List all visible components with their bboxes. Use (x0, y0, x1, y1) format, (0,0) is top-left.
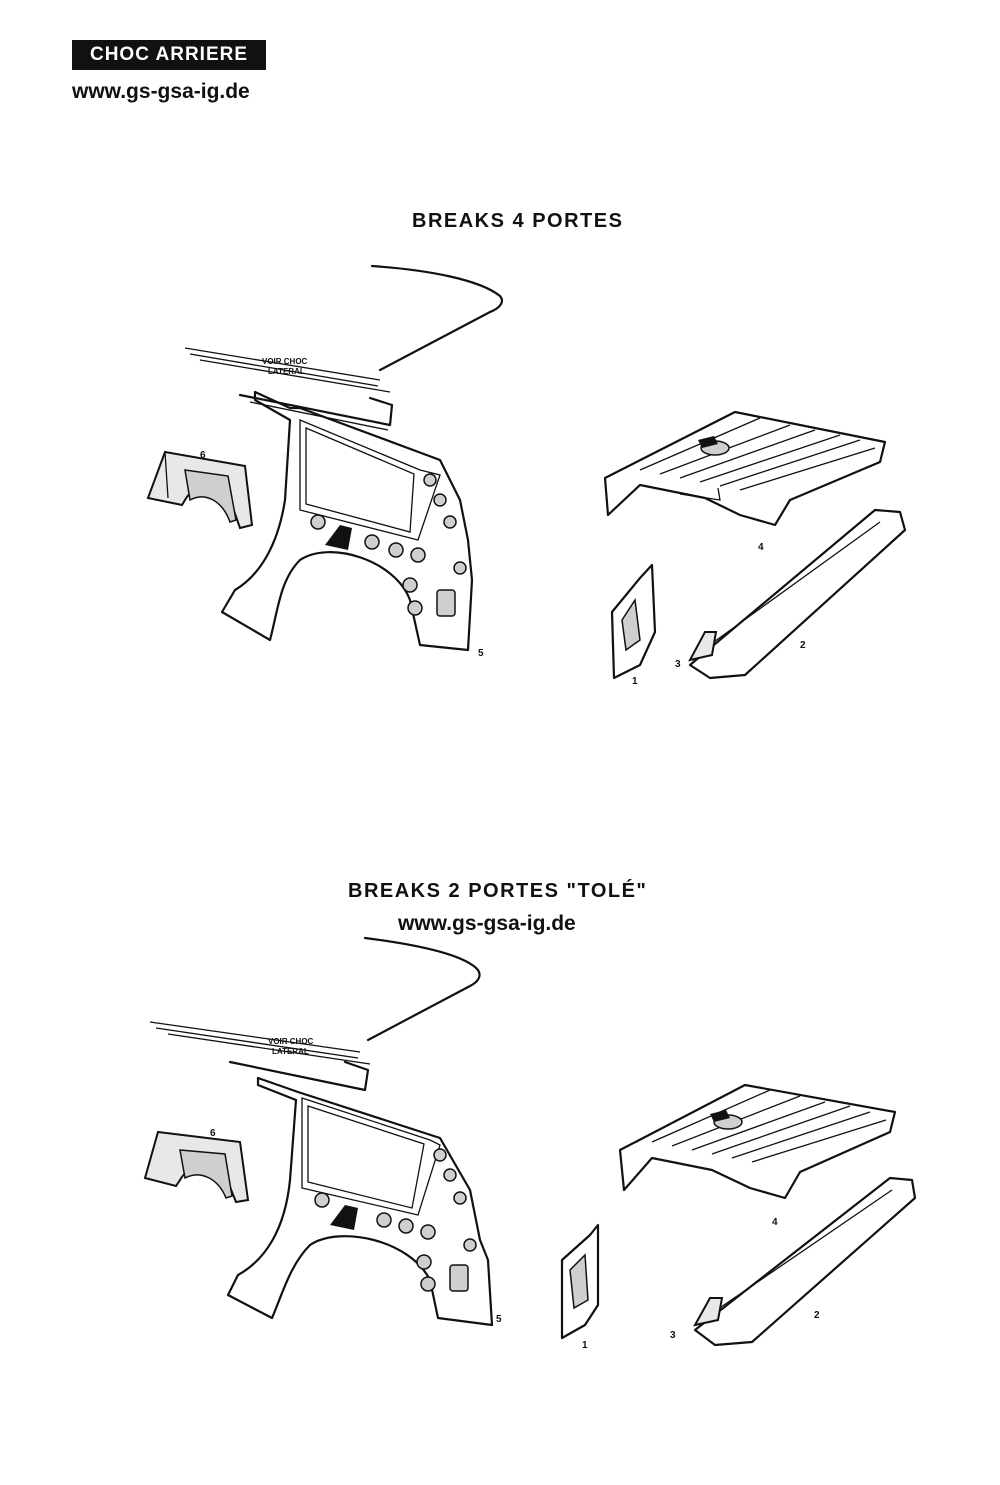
label-6: 6 (200, 450, 206, 461)
label-5: 5 (478, 648, 484, 659)
website-url-mid[interactable]: www.gs-gsa-ig.de (398, 912, 576, 935)
parts-diagram-4-portes: VOIR CHOC LATERAL 6 5 (146, 264, 907, 687)
label-2-2: 2 (814, 1310, 820, 1321)
part-4-rear-floor-2 (618, 1083, 897, 1200)
section-badge: CHOC ARRIERE (72, 40, 266, 70)
roof-panel-2 (149, 936, 481, 1092)
label-4: 4 (758, 542, 764, 553)
label-3-2: 3 (670, 1330, 676, 1341)
part-5-rear-quarter-panel (220, 390, 474, 652)
label-3: 3 (675, 659, 681, 670)
part-5-rear-quarter-panel-2 (226, 1076, 494, 1327)
part-6-wheel-arch-inner-2 (143, 1130, 250, 1204)
part-2-3-rear-sill-2 (693, 1176, 917, 1347)
label-2: 2 (800, 640, 806, 651)
note-lateral-2: LATERAL (272, 1047, 309, 1056)
label-1-2: 1 (582, 1340, 588, 1351)
website-url-top[interactable]: www.gs-gsa-ig.de (72, 80, 250, 103)
label-1: 1 (632, 676, 638, 687)
note-voir-choc-2: VOIR CHOC (268, 1037, 314, 1046)
roof-panel (184, 264, 504, 431)
label-5-2: 5 (496, 1314, 502, 1325)
parts-diagram-2-portes: VOIR CHOC LATERAL 6 5 4 (143, 936, 917, 1351)
part-2-3-rear-sill (688, 508, 907, 680)
note-lateral: LATERAL (268, 367, 305, 376)
label-4-2: 4 (772, 1217, 778, 1228)
section-title-4-portes: BREAKS 4 PORTES (412, 210, 624, 232)
part-6-wheel-arch-inner (146, 450, 254, 530)
note-voir-choc: VOIR CHOC (262, 357, 308, 366)
label-6-2: 6 (210, 1128, 216, 1139)
section-title-2-portes: BREAKS 2 PORTES "TOLÉ" (348, 880, 648, 902)
part-4-rear-floor (603, 410, 887, 527)
part-1-pillar-trim (610, 563, 657, 680)
part-1-pillar-trim-2 (560, 1223, 600, 1340)
